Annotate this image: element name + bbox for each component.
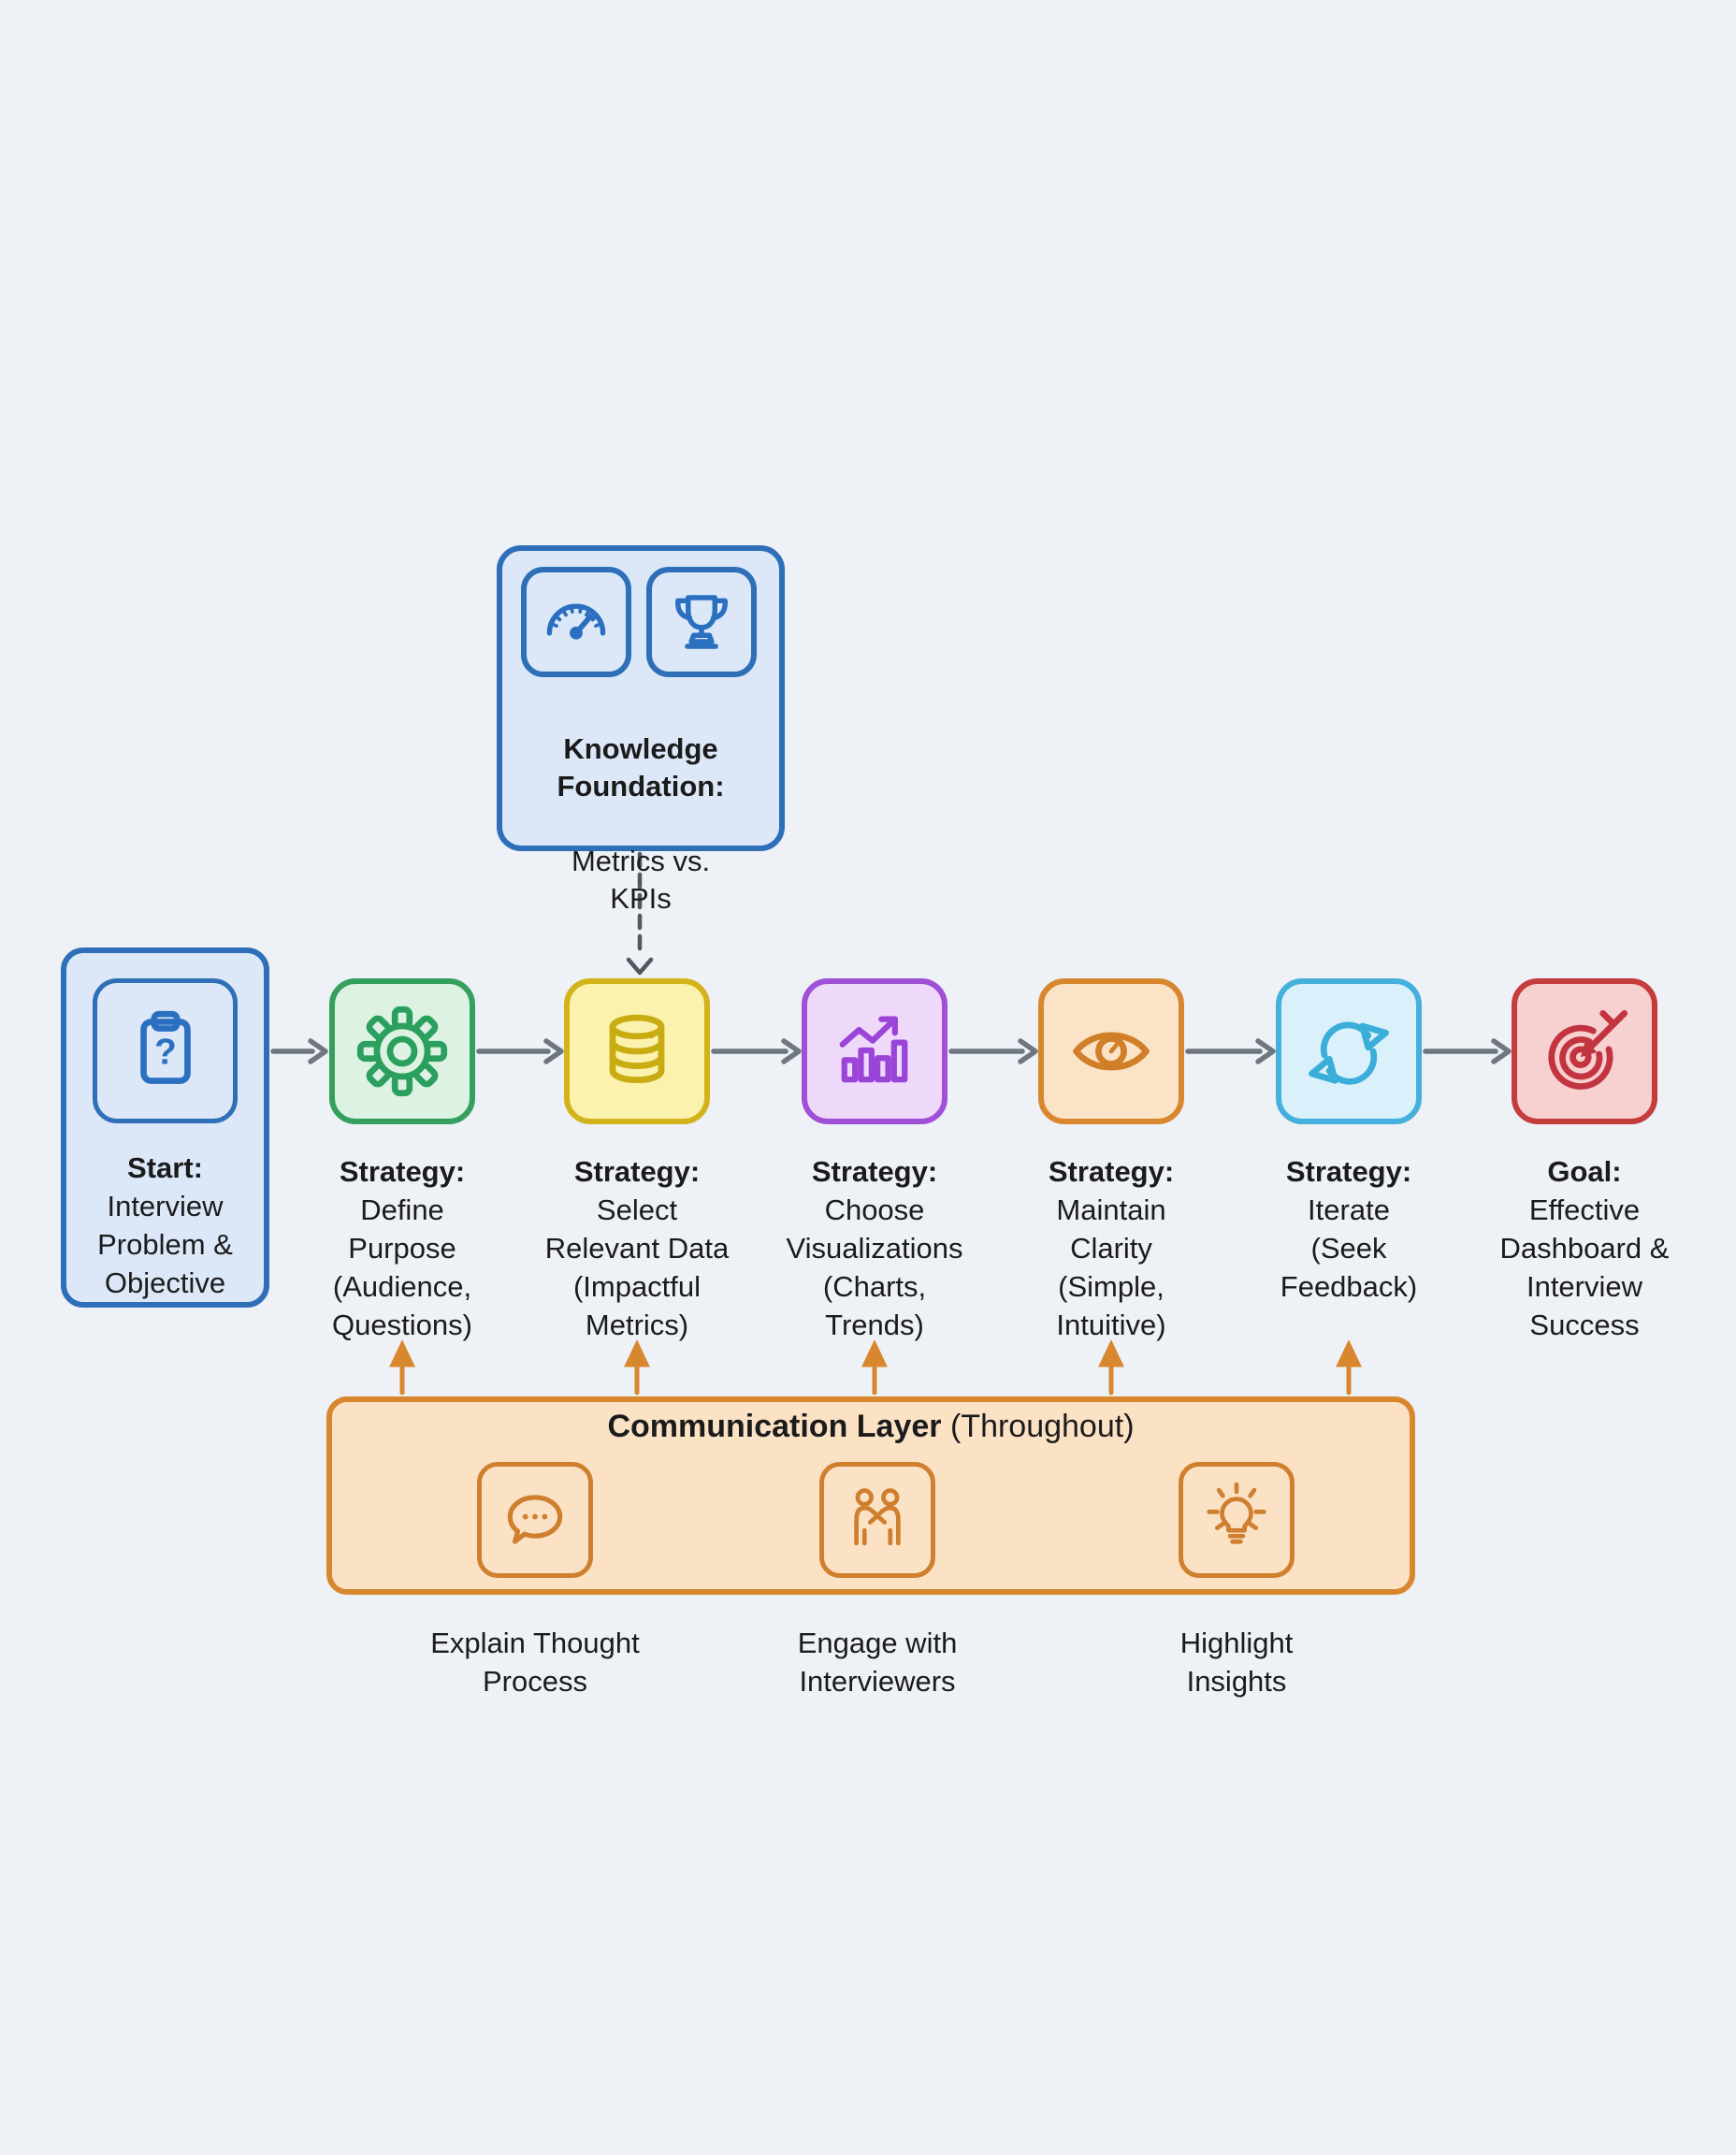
trophy-icon xyxy=(675,595,728,649)
goal-text: Effective Dashboard & Interview Success xyxy=(1499,1193,1670,1341)
svg-text:?: ? xyxy=(154,1032,177,1072)
iterate-text: Iterate (Seek Feedback) xyxy=(1280,1193,1418,1303)
refresh-icon xyxy=(1309,1021,1389,1085)
trophy-tile xyxy=(646,567,757,677)
communication-layer-box xyxy=(326,1396,1415,1595)
highlight-insights-tile xyxy=(1179,1462,1295,1578)
maintain-clarity-title: Strategy: xyxy=(1048,1155,1175,1188)
communication-layer-title: Communication Layer (Throughout) xyxy=(326,1409,1415,1445)
iterate-node xyxy=(1276,978,1422,1124)
define-purpose-label: Strategy: Define Purpose (Audience, Ques… xyxy=(281,1152,524,1344)
select-data-text: Select Relevant Data (Impactful Metrics) xyxy=(544,1193,730,1341)
knowledge-foundation-subtitle: Metrics vs. KPIs xyxy=(571,845,711,915)
highlight-insights-label: Highlight Insights xyxy=(1179,1627,1294,1698)
knowledge-foundation-label: Knowledge Foundation: Metrics vs. KPIs xyxy=(497,693,785,918)
iterate-label: Strategy: Iterate (Seek Feedback) xyxy=(1227,1152,1470,1306)
speech-bubble-icon xyxy=(507,1495,563,1544)
choose-visualizations-node xyxy=(802,978,948,1124)
lightbulb-icon xyxy=(1207,1482,1266,1544)
maintain-clarity-node xyxy=(1038,978,1184,1124)
handshake-icon xyxy=(854,1488,901,1546)
explain-thought-tile xyxy=(477,1462,593,1578)
bar-chart-trend-icon xyxy=(839,1016,908,1083)
goal-label: Goal: Effective Dashboard & Interview Su… xyxy=(1463,1152,1706,1344)
knowledge-foundation-box xyxy=(497,545,785,851)
define-purpose-text: Define Purpose (Audience, Questions) xyxy=(332,1193,472,1341)
clipboard-question-icon: ? xyxy=(139,1010,191,1084)
select-data-title: Strategy: xyxy=(573,1155,701,1188)
iterate-title: Strategy: xyxy=(1285,1155,1412,1188)
maintain-clarity-text: Maintain Clarity (Simple, Intuitive) xyxy=(1056,1193,1166,1341)
gauge-tile xyxy=(521,567,631,677)
define-purpose-node xyxy=(329,978,475,1124)
communication-layer-title-suffix: (Throughout) xyxy=(941,1409,1135,1444)
choose-visualizations-title: Strategy: xyxy=(811,1155,938,1188)
communication-up-arrows xyxy=(389,1339,1362,1396)
start-title: Start: xyxy=(127,1151,203,1184)
choose-visualizations-text: Choose Visualizations (Charts, Trends) xyxy=(786,1193,963,1341)
gauge-icon xyxy=(546,603,606,640)
engage-interviewers-tile xyxy=(819,1462,935,1578)
select-data-node xyxy=(564,978,710,1124)
eye-icon xyxy=(1073,1032,1150,1071)
maintain-clarity-label: Strategy: Maintain Clarity (Simple, Intu… xyxy=(990,1152,1233,1344)
start-label: Start: Interview Problem & Objective xyxy=(61,1149,269,1302)
define-purpose-title: Strategy: xyxy=(339,1155,466,1188)
goal-node xyxy=(1512,978,1657,1124)
select-data-label: Strategy: Select Relevant Data (Impactfu… xyxy=(515,1152,759,1344)
engage-interviewers-label: Engage with Interviewers xyxy=(797,1627,958,1698)
goal-title: Goal: xyxy=(1547,1155,1622,1188)
choose-visualizations-label: Strategy: Choose Visualizations (Charts,… xyxy=(753,1152,996,1344)
database-icon xyxy=(609,1014,665,1084)
target-icon xyxy=(1548,1010,1628,1090)
start-icon-tile: ? xyxy=(93,978,238,1123)
gear-icon xyxy=(356,1005,448,1097)
communication-layer-title-bold: Communication Layer xyxy=(607,1409,942,1444)
start-text: Interview Problem & Objective xyxy=(97,1190,233,1299)
knowledge-foundation-title: Knowledge Foundation: xyxy=(557,732,725,803)
explain-thought-label: Explain Thought Process xyxy=(430,1627,640,1698)
